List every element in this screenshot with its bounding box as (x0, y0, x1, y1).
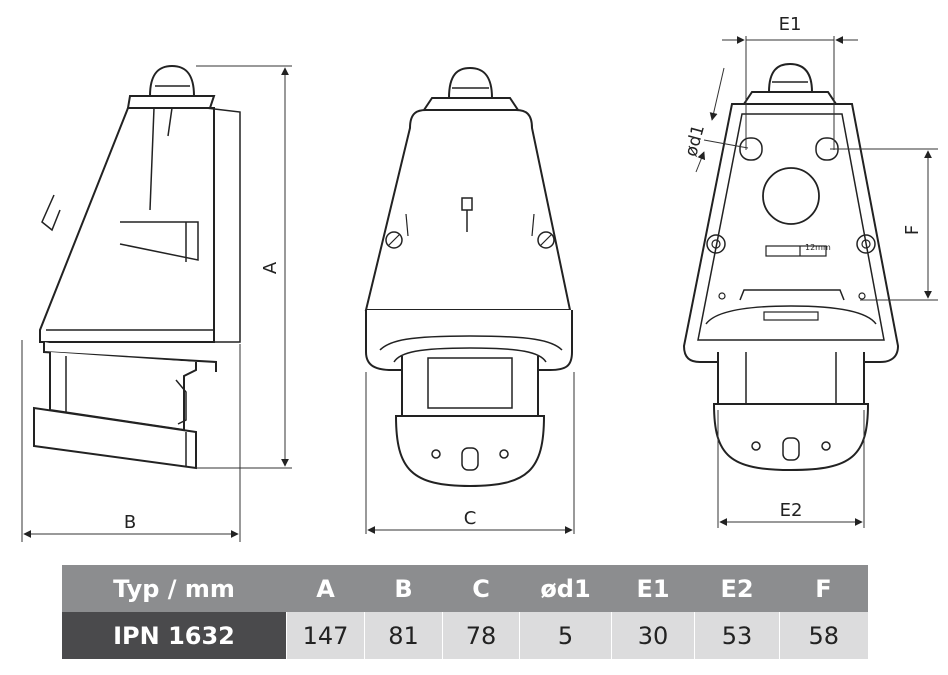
rear-view (682, 62, 900, 472)
front-view-dimensions (365, 372, 575, 534)
table-cell: 53 (694, 612, 780, 659)
table-header-cell: C (442, 565, 520, 612)
table-cell: 5 (519, 612, 612, 659)
rear-view-dimensions (695, 36, 938, 528)
table-header-cell: A (286, 565, 365, 612)
table-cell: 58 (779, 612, 868, 659)
table-header-cell: E2 (694, 565, 780, 612)
technical-drawing: A B C (21, 14, 938, 542)
dim-label-b: B (124, 512, 136, 533)
dim-label-e1: E1 (779, 14, 802, 35)
dim-label-e2: E2 (780, 500, 803, 521)
scale-tag: 12mm (805, 243, 831, 252)
table-row: IPN 1632 147 81 78 5 30 53 58 (62, 612, 868, 659)
dim-label-a: A (260, 261, 281, 274)
table-cell: 147 (286, 612, 365, 659)
side-view (33, 64, 241, 470)
dimension-table: Typ / mm A B C ød1 E1 E2 F IPN 1632 147 … (62, 565, 868, 659)
table-cell: 81 (364, 612, 443, 659)
table-header-cell: ød1 (519, 565, 612, 612)
dim-label-d1: ød1 (681, 123, 709, 159)
table-header-cell: Typ / mm (62, 565, 287, 612)
table-header-cell: B (364, 565, 443, 612)
table-header-row: Typ / mm A B C ød1 E1 E2 F (62, 565, 868, 612)
table-header-cell: E1 (611, 565, 695, 612)
front-view (364, 66, 573, 488)
table-row-label: IPN 1632 (62, 612, 287, 659)
dim-label-c: C (464, 508, 477, 529)
table-header-cell: F (779, 565, 868, 612)
table-cell: 78 (442, 612, 520, 659)
dim-label-f: F (902, 225, 923, 235)
side-view-dimensions (21, 65, 292, 542)
table-cell: 30 (611, 612, 695, 659)
